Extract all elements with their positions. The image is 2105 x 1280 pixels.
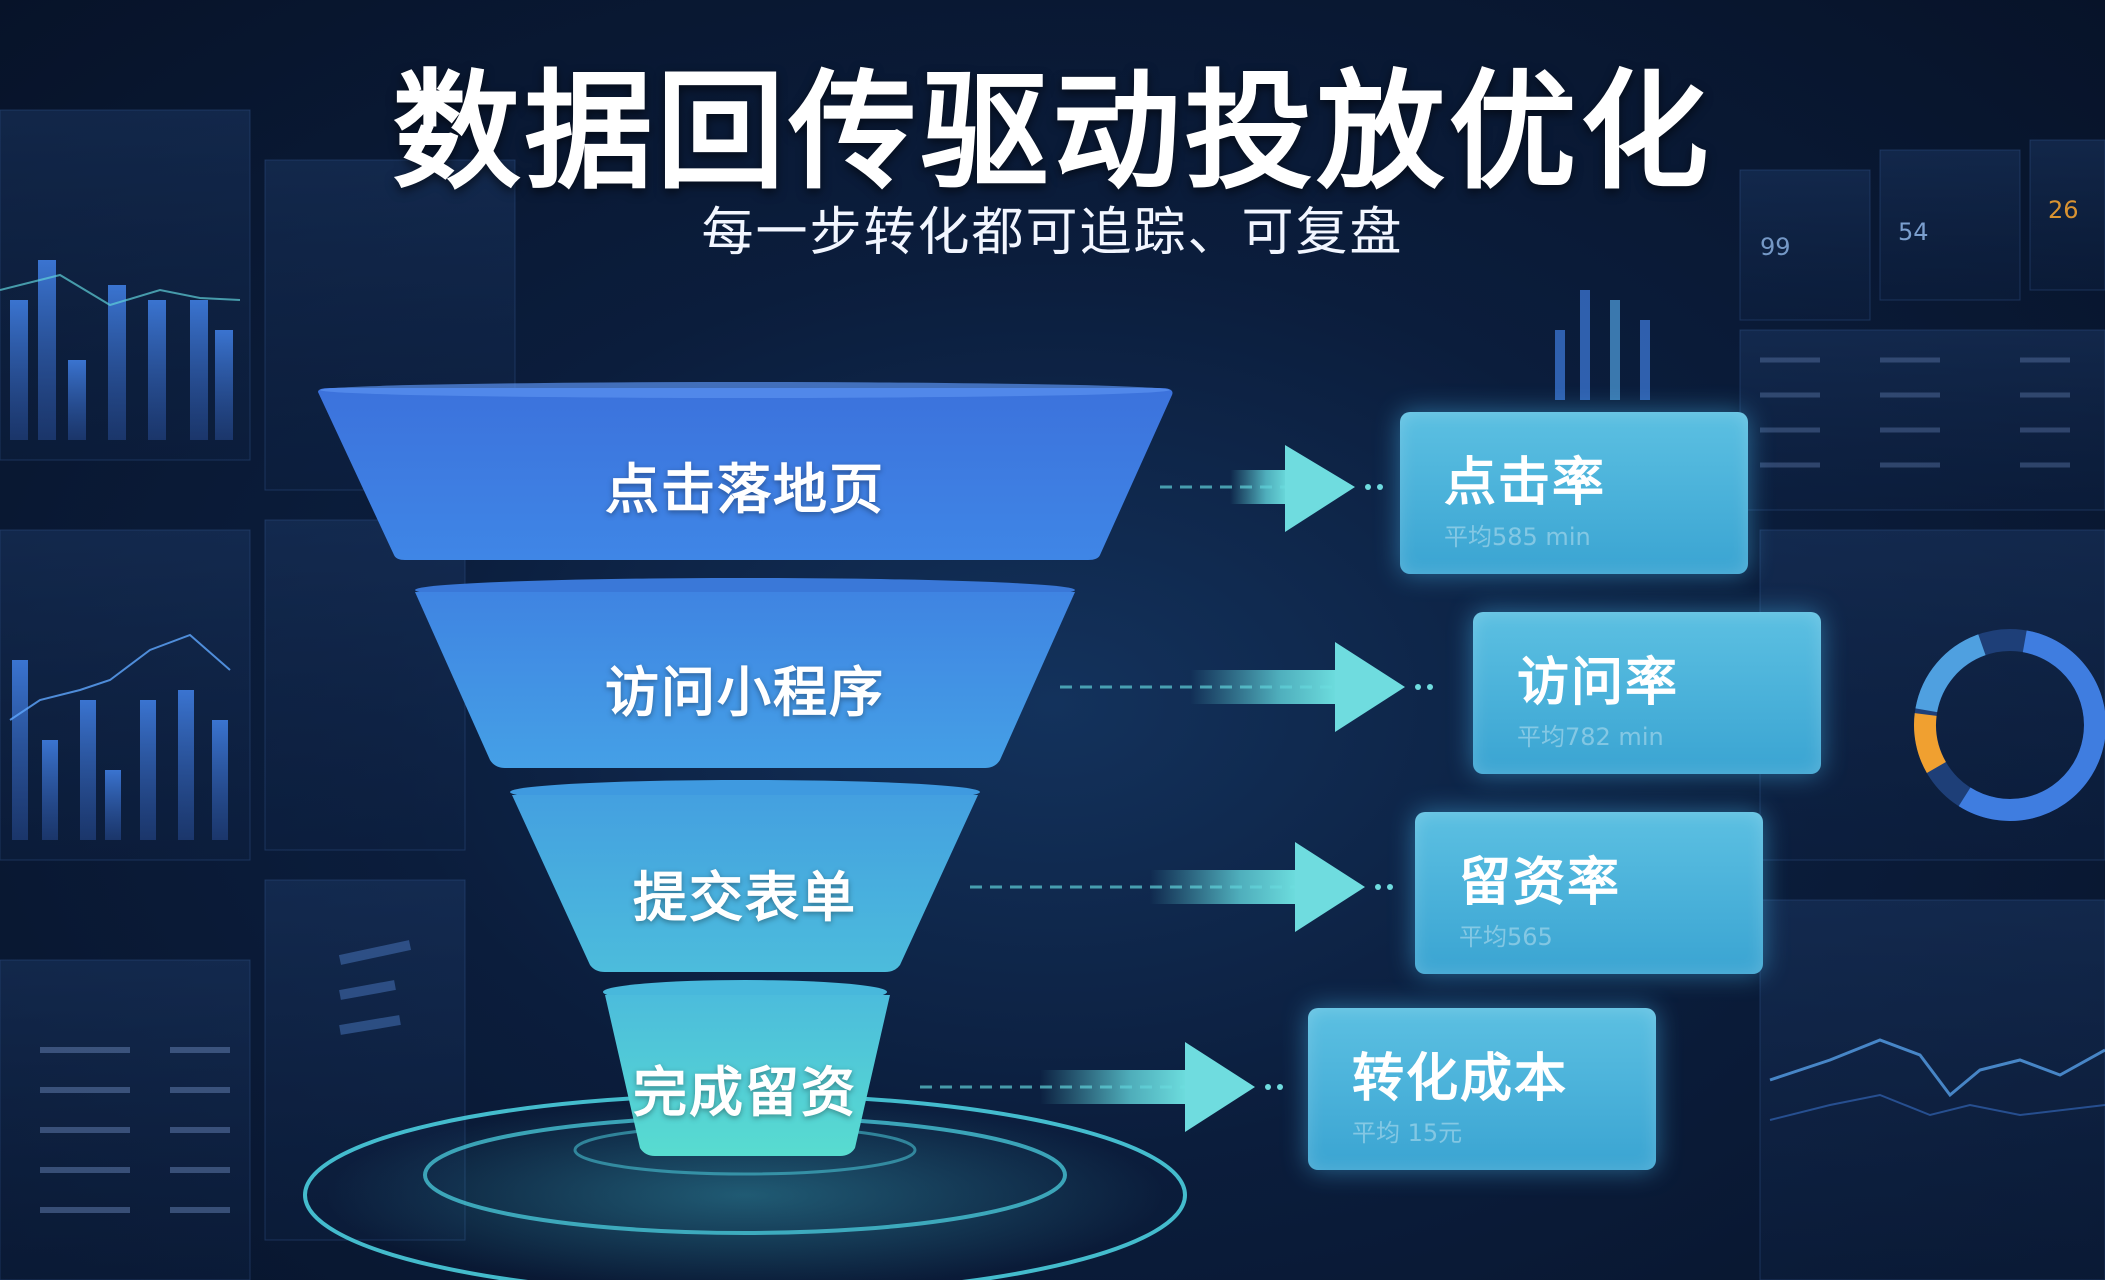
page-title: 数据回传驱动投放优化: [392, 58, 1713, 207]
funnel-stage-1: [318, 382, 1173, 560]
funnel-stage-label-4: 完成留资: [633, 1061, 857, 1124]
funnel-stage-2: [415, 578, 1075, 768]
arrow-3: [970, 842, 1393, 932]
arrow-1: [1160, 445, 1383, 532]
svg-text:26: 26: [2048, 196, 2079, 224]
svg-text:99: 99: [1760, 233, 1791, 261]
metric-card-conversion-cost: 转化成本 平均 15元: [1308, 1008, 1656, 1170]
bg-donut-chart: [1914, 629, 2105, 821]
bg-bar-chart-1: [0, 260, 241, 440]
funnel-stage-label-1: 点击落地页: [605, 458, 885, 521]
funnel-stage-label-3: 提交表单: [633, 866, 857, 929]
arrow-2: [1060, 642, 1433, 732]
metric-subtext: 平均782 min: [1517, 723, 1664, 751]
bg-bar-chart-2: [9, 633, 231, 840]
metric-card-visit-rate: 访问率 平均782 min: [1473, 612, 1821, 774]
metric-title: 转化成本: [1352, 1049, 1569, 1109]
metric-subtext: 平均565: [1459, 923, 1553, 951]
bg-line-chart: [1769, 1038, 2105, 1098]
metric-title: 访问率: [1517, 653, 1680, 713]
metric-card-lead-rate: 留资率 平均565: [1415, 812, 1763, 974]
arrow-4: [920, 1042, 1283, 1132]
metric-title: 点击率: [1444, 453, 1607, 513]
svg-text:54: 54: [1898, 218, 1929, 246]
funnel-stage-4: [603, 980, 890, 1156]
page-subtitle: 每一步转化都可追踪、可复盘: [701, 203, 1404, 263]
funnel-stage-3: [510, 780, 980, 972]
metric-subtext: 平均 15元: [1352, 1119, 1463, 1147]
metric-subtext: 平均585 min: [1444, 523, 1591, 551]
metric-card-click-rate: 点击率 平均585 min: [1400, 412, 1748, 574]
metric-title: 留资率: [1459, 853, 1622, 913]
funnel-stage-label-2: 访问小程序: [605, 661, 885, 724]
